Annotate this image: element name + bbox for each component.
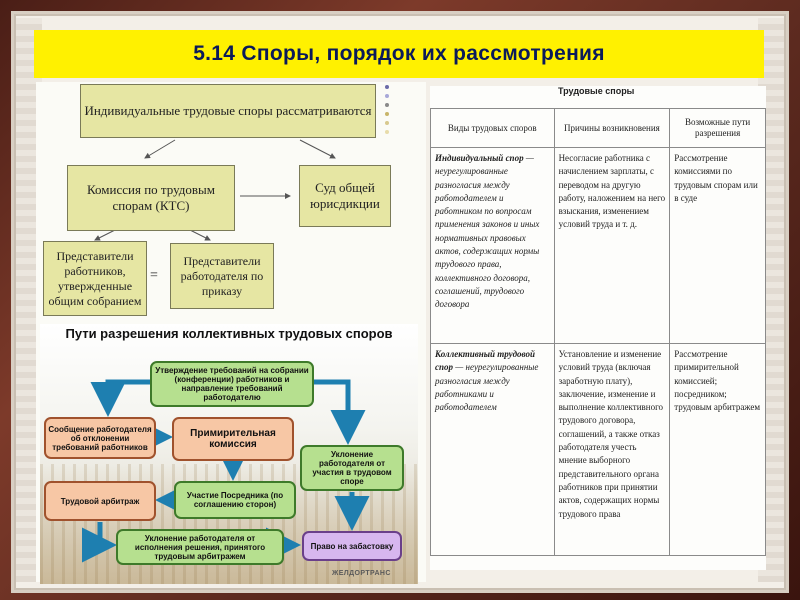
court-text: Суд общей юрисдикции — [310, 180, 380, 211]
arrow-kts-workers — [94, 229, 116, 241]
individual-root-box: Индивидуальные трудовые споры рассматрив… — [80, 84, 376, 138]
conciliation-box: Примирительная комиссия — [172, 417, 294, 461]
table-caption: Трудовые споры — [558, 86, 635, 96]
color-dots — [383, 85, 391, 139]
arbitration-evasion-text: Уклонение работодателя от исполнения реш… — [134, 533, 266, 561]
approve-demands-text: Утверждение требований на собрании (конф… — [155, 366, 309, 402]
employer-reps-box: Представители работодателя по приказу — [170, 243, 274, 309]
title-bar: 5.14 Споры, порядок их рассмотрения — [34, 30, 764, 78]
kts-text: Комиссия по трудовым спорам (КТС) — [87, 182, 215, 213]
arrow-root-kts — [144, 139, 176, 159]
arrow-kts-employer — [189, 229, 211, 241]
row2-kind-term: Коллективный трудовой спор — [435, 349, 535, 373]
mediator-text: Участие Посредника (по соглашению сторон… — [186, 491, 284, 509]
labor-arbitration-text: Трудовой арбитраж — [60, 496, 140, 506]
disputes-table: Виды трудовых споров Причины возникновен… — [430, 108, 766, 556]
employer-notice-box: Сообщение работодателя об отклонении тре… — [44, 417, 156, 459]
row1-kind-term: Индивидуальный спор — [435, 153, 524, 163]
strike-right-text: Право на забастовку — [310, 541, 394, 551]
employer-evasion-text: Уклонение работодателя от участия в труд… — [312, 450, 392, 486]
arbitration-evasion-box: Уклонение работодателя от исполнения реш… — [116, 529, 284, 565]
row1-kind: Индивидуальный спор — неурегулированные … — [430, 147, 555, 344]
kts-box: Комиссия по трудовым спорам (КТС) — [67, 165, 235, 231]
row2-kind-definition: — неурегулированные разногласия между ра… — [435, 362, 539, 413]
row1-kind-definition: — неурегулированные разногласия между ра… — [435, 153, 540, 310]
equals-sign: = — [150, 268, 158, 283]
row2-cause: Установление и изменение условий труда (… — [553, 343, 671, 556]
collective-title: Пути разрешения коллективных трудовых сп… — [65, 326, 393, 341]
header-kinds: Виды трудовых споров — [430, 108, 555, 148]
strike-right-box: Право на забастовку — [302, 531, 402, 561]
arrow-arbitration-exec — [82, 522, 117, 563]
labor-arbitration-box: Трудовой арбитраж — [44, 481, 156, 521]
individual-root-text: Индивидуальные трудовые споры рассматрив… — [84, 103, 372, 118]
row2-resolution: Рассмотрение примирительной комиссией; п… — [669, 343, 766, 556]
table-header-row: Виды трудовых споров Причины возникновен… — [430, 108, 766, 148]
row1-resolution: Рассмотрение комиссиями по трудовым спор… — [669, 147, 766, 344]
arrow-root-court — [299, 139, 336, 159]
zheldortrans-logo: ЖЕЛДОРТРАНС — [332, 570, 391, 577]
employer-reps-text: Представители работодателя по приказу — [180, 253, 264, 298]
mediator-box: Участие Посредника (по соглашению сторон… — [174, 481, 296, 519]
conciliation-text: Примирительная комиссия — [190, 428, 276, 450]
arrow-approve-notify — [90, 379, 150, 417]
arrow-approve-evasion — [314, 379, 366, 445]
row2-kind: Коллективный трудовой спор — неурегулиро… — [430, 343, 555, 556]
approve-demands-box: Утверждение требований на собрании (конф… — [150, 361, 314, 407]
employer-notice-text: Сообщение работодателя об отклонении тре… — [48, 424, 152, 452]
row1-cause: Несогласие работника с начислением зарпл… — [553, 147, 671, 344]
table-row: Индивидуальный спор — неурегулированные … — [430, 147, 766, 344]
workers-reps-text: Представители работников, утвержденные о… — [48, 248, 142, 308]
court-box: Суд общей юрисдикции — [299, 165, 391, 227]
employer-evasion-box: Уклонение работодателя от участия в труд… — [300, 445, 404, 491]
workers-reps-box: Представители работников, утвержденные о… — [43, 241, 147, 316]
disputes-table-panel: Трудовые споры Виды трудовых споров Прич… — [430, 86, 766, 570]
slide-title: 5.14 Споры, порядок их рассмотрения — [193, 42, 605, 65]
header-causes: Причины возникновения — [553, 108, 671, 148]
header-resolution: Возможные пути разрешения — [669, 108, 766, 148]
table-row: Коллективный трудовой спор — неурегулиро… — [430, 343, 766, 556]
